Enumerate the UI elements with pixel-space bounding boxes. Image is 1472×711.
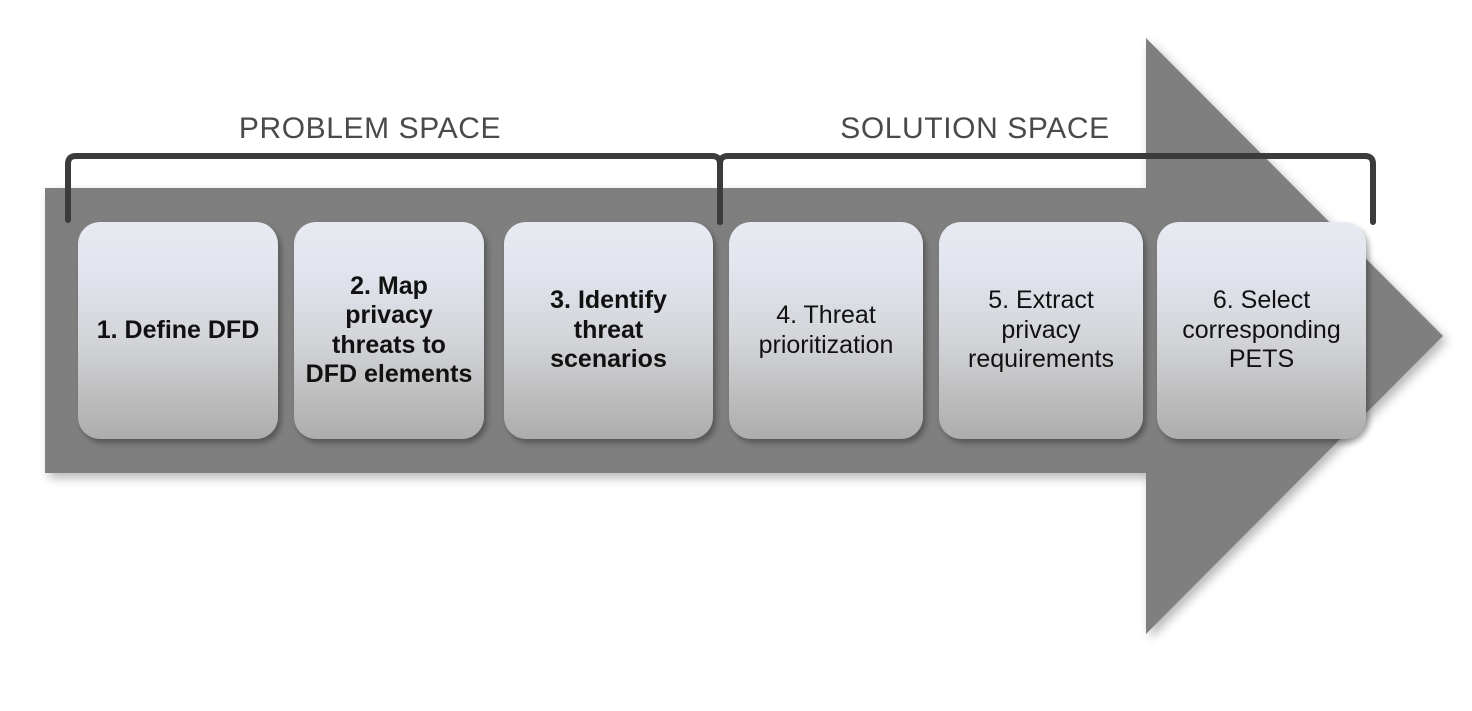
step-label-2: 2. Map privacy threats to DFD elements <box>305 271 473 389</box>
step-box-6[interactable]: 6. Select corresponding PETS <box>1157 222 1366 439</box>
step-label-5: 5. Extract privacy requirements <box>968 286 1114 374</box>
step-box-1[interactable]: 1. Define DFD <box>78 222 278 439</box>
solution-space-label: SOLUTION SPACE <box>840 112 1110 145</box>
step-box-5[interactable]: 5. Extract privacy requirements <box>939 222 1143 439</box>
step-label-3: 3. Identify threat scenarios <box>550 286 667 374</box>
solution-space-bracket <box>717 153 1376 225</box>
problem-space-bracket <box>65 153 723 225</box>
problem-space-label: PROBLEM SPACE <box>238 112 502 145</box>
step-label-1: 1. Define DFD <box>96 315 260 344</box>
step-box-3[interactable]: 3. Identify threat scenarios <box>504 222 713 439</box>
step-box-2[interactable]: 2. Map privacy threats to DFD elements <box>294 222 484 439</box>
step-label-6: 6. Select corresponding PETS <box>1182 286 1341 374</box>
step-box-4[interactable]: 4. Threat prioritization <box>729 222 923 439</box>
step-label-4: 4. Threat prioritization <box>758 301 894 359</box>
